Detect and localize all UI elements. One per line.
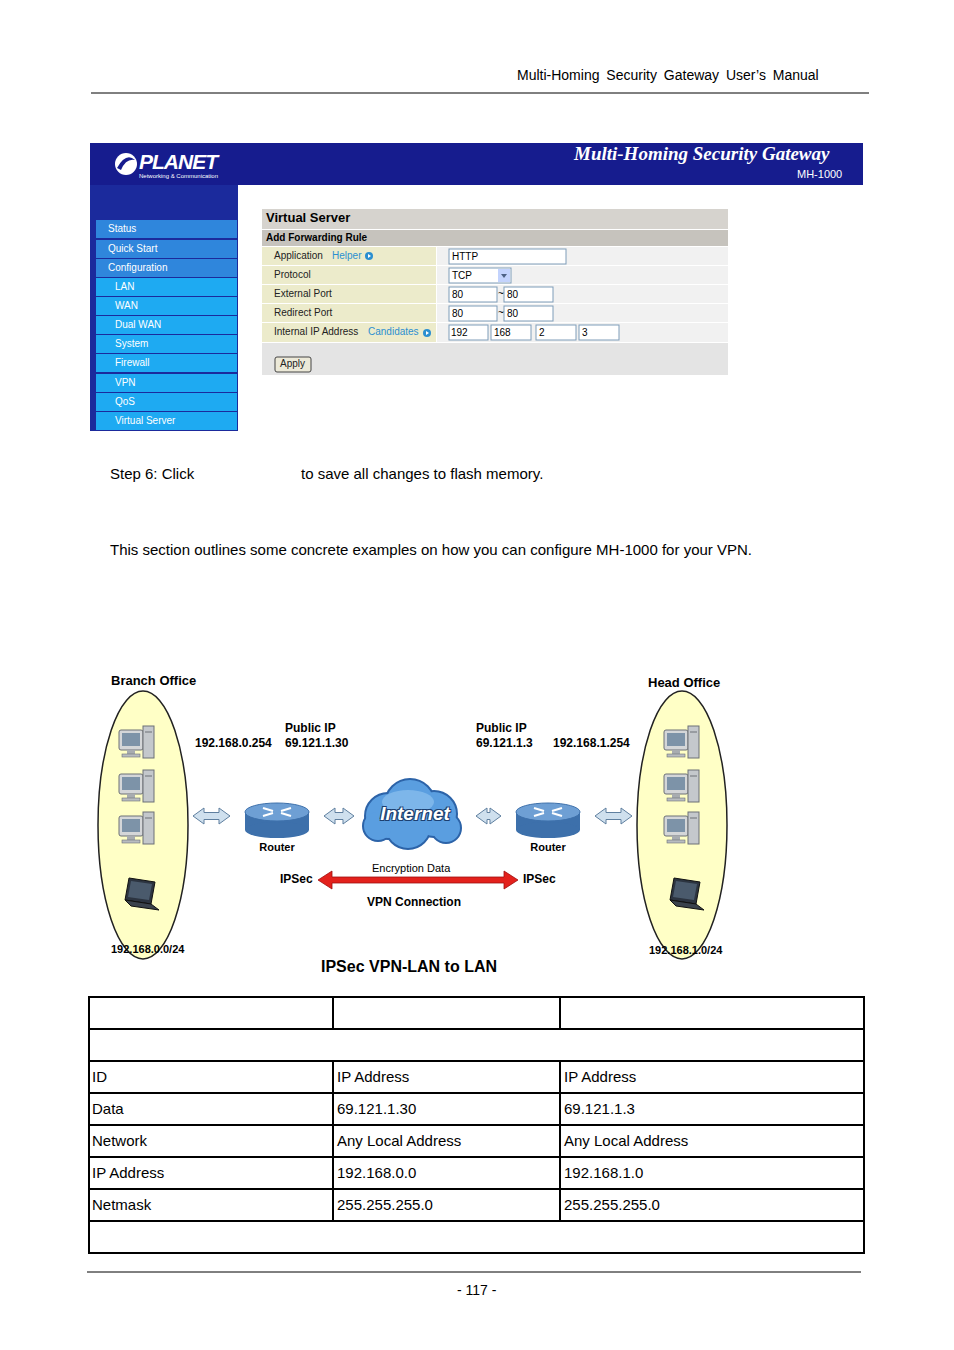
connection-label: VPN Connection <box>367 896 461 910</box>
table-cell: 69.121.1.3 <box>564 1100 635 1117</box>
menu-item: Dual WAN <box>115 319 161 331</box>
menu-item: Firewall <box>115 357 149 369</box>
public-ip-label: Public IP <box>285 722 336 736</box>
button-text: Apply <box>280 358 305 370</box>
table-cell: 192.168.0.0 <box>337 1164 416 1181</box>
logo-mark <box>115 153 137 175</box>
menu-item: WAN <box>115 300 138 312</box>
table-cell: IP Address <box>564 1068 636 1085</box>
menu-bars <box>96 220 237 430</box>
lan-gateway-ip: 192.168.1.254 <box>553 737 630 751</box>
input-value: 80 <box>507 289 518 301</box>
link-arrow <box>476 808 501 824</box>
public-ip: 69.121.1.30 <box>285 737 348 751</box>
menu-pane <box>90 185 238 431</box>
input-value: HTTP <box>452 251 478 263</box>
office-lan: Branch Office192.168.0.0/24 <box>97 690 189 960</box>
router: Router <box>234 798 320 856</box>
helper-link: Helper <box>332 250 361 262</box>
field-label: Protocol <box>274 269 311 281</box>
input-value: 2 <box>539 327 545 339</box>
input-value: 80 <box>452 308 463 320</box>
input-value: 3 <box>582 327 588 339</box>
cloud-label: Internet <box>358 803 472 825</box>
link-arrow <box>595 808 632 824</box>
running-header: Multi-Homing Security Gateway User’s Man… <box>517 67 819 83</box>
menu-item: VPN <box>115 377 136 389</box>
form <box>262 209 728 375</box>
table-cell: IP Address <box>92 1164 164 1181</box>
page-number: - 117 - <box>457 1282 496 1298</box>
office-name: Head Office <box>648 676 720 691</box>
field-label: Redirect Port <box>274 307 332 319</box>
ellipse-shape <box>636 690 728 960</box>
ipsec-label: IPSec <box>280 873 313 887</box>
table-cell: 69.121.1.30 <box>337 1100 416 1117</box>
table-cell: 255.255.255.0 <box>337 1196 433 1213</box>
input-value: 80 <box>507 308 518 320</box>
table-cell: Data <box>92 1100 124 1117</box>
banner <box>90 143 863 185</box>
arrow-label: Encryption Data <box>372 862 450 875</box>
field-label: External Port <box>274 288 332 300</box>
menu-item: Quick Start <box>108 243 157 255</box>
table-cell: ID <box>92 1068 107 1085</box>
input-value: 192 <box>451 327 468 339</box>
office-name: Branch Office <box>111 674 196 689</box>
office-lan: Head Office192.168.1.0/24 <box>636 690 728 960</box>
lan-gateway-ip: 192.168.0.254 <box>195 737 272 751</box>
table-cell: Any Local Address <box>337 1132 461 1149</box>
figure-caption: IPSec VPN-LAN to LAN <box>321 958 497 976</box>
public-ip-label: Public IP <box>476 722 527 736</box>
router-label: Router <box>234 841 320 854</box>
ellipse-shape <box>97 690 189 960</box>
menu-item: Status <box>108 223 136 235</box>
input-value: 80 <box>452 289 463 301</box>
model-name: MH-1000 <box>797 168 842 181</box>
subnet-label: 192.168.1.0/24 <box>649 944 722 957</box>
table-cell: IP Address <box>337 1068 409 1085</box>
link-arrow <box>324 808 354 824</box>
footer-rule <box>87 1272 861 1273</box>
logo-swoosh <box>117 157 135 170</box>
table-grid <box>89 997 864 1253</box>
field-label: Internal IP Address <box>274 326 358 338</box>
table-cell: Network <box>92 1132 147 1149</box>
range-sep: ~ <box>498 307 504 319</box>
public-ip: 69.121.1.3 <box>476 737 533 751</box>
step-text: to save all changes to flash memory. <box>301 465 543 482</box>
link-arrow <box>193 808 230 824</box>
table-cell: 192.168.1.0 <box>564 1164 643 1181</box>
header-rule <box>91 93 869 94</box>
product-title: Multi-Homing Security Gateway <box>574 143 829 165</box>
table-cell: 255.255.255.0 <box>564 1196 660 1213</box>
step-text: Step 6: Click <box>110 465 194 482</box>
logo-tagline: Networking & Communication <box>139 173 218 180</box>
menu-item: Configuration <box>108 262 167 274</box>
candidates-link: Candidates <box>368 326 419 338</box>
table-cell: Any Local Address <box>564 1132 688 1149</box>
router-label: Router <box>505 841 591 854</box>
internet-cloud: Internet <box>358 776 472 854</box>
field-label: Application <box>274 250 323 262</box>
table-cell: Netmask <box>92 1196 151 1213</box>
panel-subtitle: Add Forwarding Rule <box>266 232 367 244</box>
select-value: TCP <box>452 270 472 282</box>
ipsec-label: IPSec <box>523 873 556 887</box>
panel-title: Virtual Server <box>266 211 350 226</box>
subnet-label: 192.168.0.0/24 <box>111 943 184 956</box>
input-value: 168 <box>494 327 511 339</box>
menu-item: QoS <box>115 396 135 408</box>
range-sep: ~ <box>498 288 504 300</box>
menu-item: LAN <box>115 281 134 293</box>
logo-text: PLANET <box>139 150 217 174</box>
menu-item: System <box>115 338 148 350</box>
body-text: This section outlines some concrete exam… <box>110 541 752 558</box>
router: Router <box>505 798 591 856</box>
menu-item: Virtual Server <box>115 415 175 427</box>
